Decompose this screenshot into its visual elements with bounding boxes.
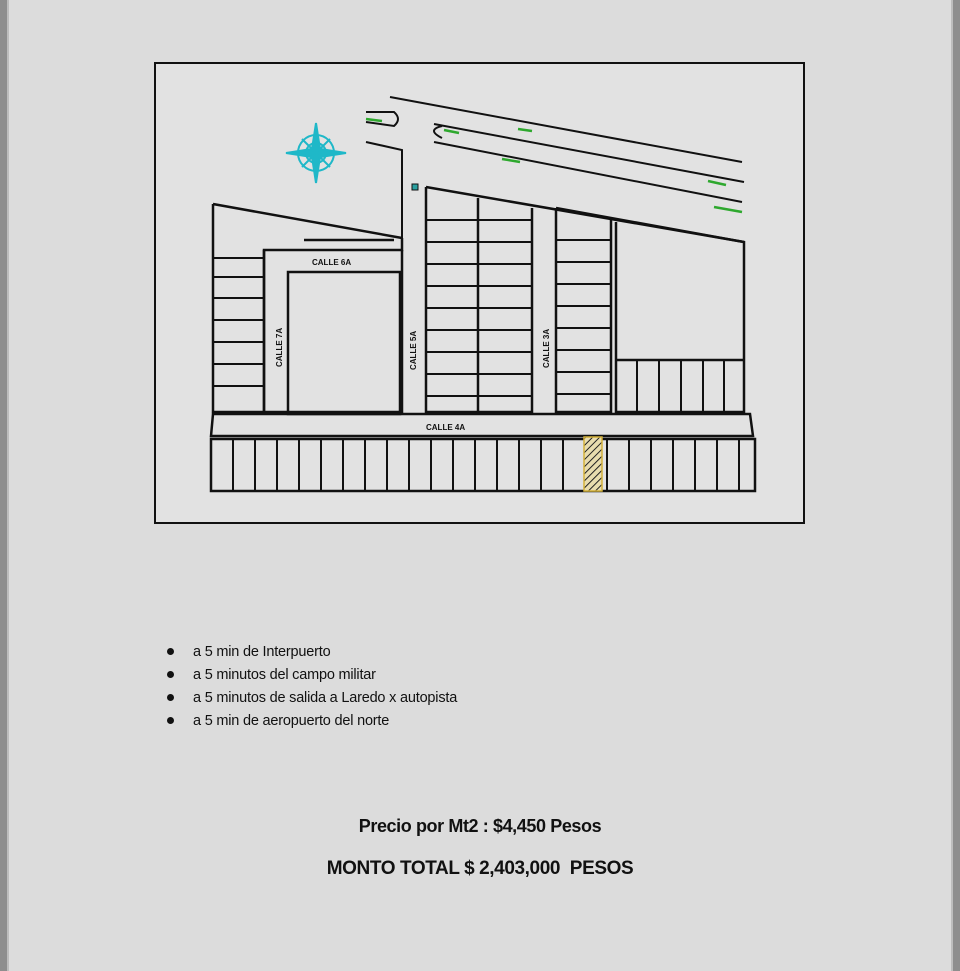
feature-text: a 5 minutos del campo militar [193,667,376,683]
feature-item: a 5 min de Interpuerto [165,642,457,665]
bullet-icon [167,694,174,701]
feature-item: a 5 minutos de salida a Laredo x autopis… [165,688,457,711]
bullet-icon [167,671,174,678]
blocks [209,185,757,493]
total-amount: MONTO TOTAL $ 2,403,000 PESOS [326,858,634,879]
page-edge-left [0,0,9,971]
feature-text: a 5 minutos de salida a Laredo x autopis… [193,690,458,706]
street-label-calle-6a: CALLE 6A [312,258,351,267]
street-label-calle-7a: CALLE 7A [275,328,284,367]
street-label-calle-4a: CALLE 4A [426,423,465,432]
site-map: CALLE 6A CALLE 4A CALLE 7A CALLE 5A CALL… [209,96,757,493]
highway-lines [365,96,745,252]
lot-lines [213,219,740,491]
page-edge-right [951,0,960,971]
feature-item: a 5 minutos del campo militar [165,665,457,688]
feature-text: a 5 min de aeropuerto del norte [193,713,390,729]
street-label-calle-3a: CALLE 3A [542,329,551,368]
compass-rose-icon [285,122,347,184]
bullet-icon [167,648,174,655]
site-map-frame [154,62,805,524]
feature-list: a 5 min de Interpuerto a 5 minutos del c… [165,642,457,734]
bullet-icon [167,717,174,724]
street-label-calle-5a: CALLE 5A [409,331,418,370]
feature-text: a 5 min de Interpuerto [193,644,331,660]
price-per-m2: Precio por Mt2 : $4,450 Pesos [358,816,602,836]
selected-lot [583,436,603,492]
highway-green-marks [365,117,743,214]
map-marker [411,183,419,191]
feature-item: a 5 min de aeropuerto del norte [165,711,457,734]
